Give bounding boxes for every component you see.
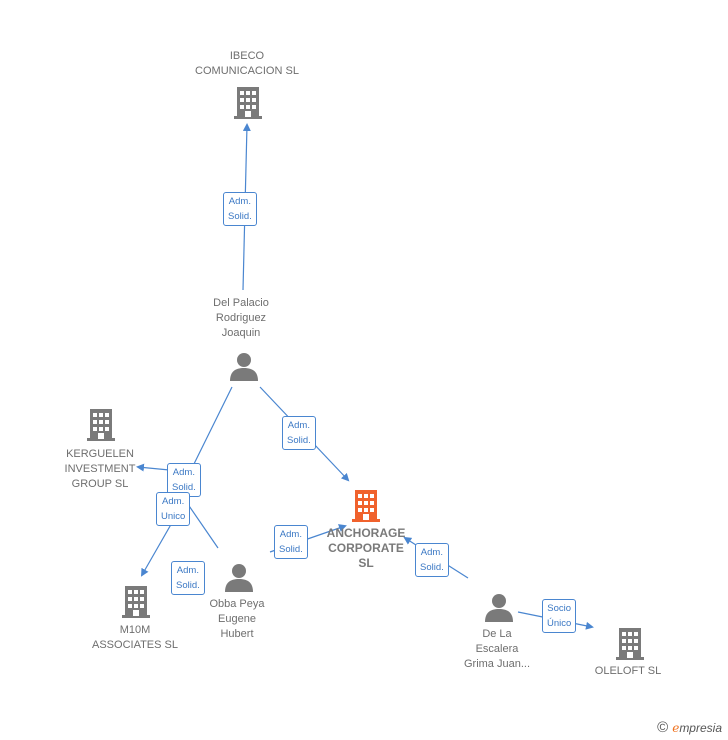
building-icon[interactable] xyxy=(352,488,380,522)
relation-badge[interactable]: Adm. Solid. xyxy=(223,192,257,226)
brand-rest: mpresia xyxy=(679,720,722,735)
brand-name: empresia xyxy=(672,721,722,735)
relation-badge[interactable]: Socio Único xyxy=(542,599,577,633)
brand-initial: e xyxy=(672,720,680,735)
node-label-de-la-escalera[interactable]: De La Escalera Grima Juan... xyxy=(463,628,531,670)
building-icon[interactable] xyxy=(87,407,115,441)
node-label-m10m[interactable]: M10M ASSOCIATES SL xyxy=(92,624,178,651)
person-icon[interactable] xyxy=(224,562,254,592)
node-label-ibeco[interactable]: IBECO COMUNICACION SL xyxy=(195,50,299,77)
node-label-kerguelen[interactable]: KERGUELEN INVESTMENT GROUP SL xyxy=(64,448,136,490)
relation-badge[interactable]: Adm. Solid. xyxy=(167,463,201,497)
node-label-oleloft[interactable]: OLELOFT SL xyxy=(594,665,662,677)
copyright-icon: © xyxy=(657,719,669,736)
person-icon[interactable] xyxy=(229,351,259,381)
node-label-del-palacio[interactable]: Del Palacio Rodriguez Joaquin xyxy=(213,297,269,339)
relation-badge[interactable]: Adm. Solid. xyxy=(415,543,449,577)
relation-badge[interactable]: Adm. Solid. xyxy=(282,416,316,450)
brand-logo: © empresia xyxy=(657,719,722,736)
relation-badge[interactable]: Adm. Unico xyxy=(156,492,191,526)
building-icon[interactable] xyxy=(234,85,262,119)
person-icon[interactable] xyxy=(484,592,514,622)
relation-badge[interactable]: Adm. Solid. xyxy=(171,561,205,595)
building-icon[interactable] xyxy=(122,584,150,618)
relation-badge[interactable]: Adm. Solid. xyxy=(274,525,308,559)
node-label-obba[interactable]: Obba Peya Eugene Hubert xyxy=(209,598,265,640)
building-icon[interactable] xyxy=(616,626,644,660)
node-label-anchorage[interactable]: ANCHORAGE CORPORATE SL xyxy=(326,526,406,570)
